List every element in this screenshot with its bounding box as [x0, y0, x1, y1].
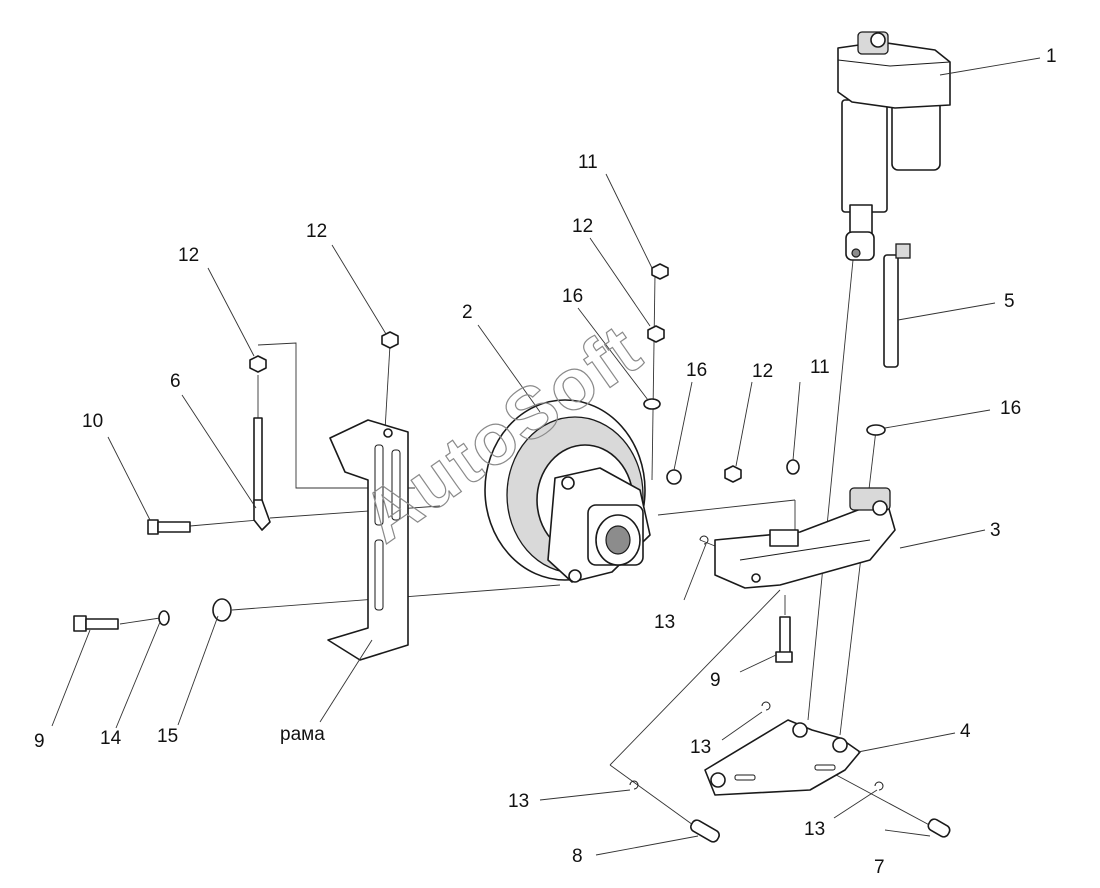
callout-12-left: 12 [178, 245, 199, 266]
callout-16-center: 16 [562, 286, 583, 307]
callout-frame: рама [280, 724, 325, 745]
actuator [837, 31, 951, 261]
bell-crank [704, 719, 861, 796]
lever [714, 487, 896, 589]
callout-14: 14 [100, 728, 122, 749]
callout-13-crank: 13 [690, 737, 711, 758]
callout-9-left: 9 [34, 731, 45, 752]
hook-bolt [253, 417, 271, 531]
callout-13-lever: 13 [654, 612, 675, 633]
long-stud [883, 243, 911, 368]
nuts-washers-clips [249, 263, 886, 791]
callout-11-right: 11 [810, 357, 830, 378]
callout-1: 1 [1046, 46, 1057, 67]
callout-4: 4 [960, 721, 971, 742]
callout-16-mid: 16 [686, 360, 707, 381]
callout-9-right: 9 [710, 670, 721, 691]
callout-16-right: 16 [1000, 398, 1021, 419]
callout-12-frame: 12 [306, 221, 327, 242]
callout-11-top: 11 [578, 152, 598, 173]
fasteners [73, 519, 951, 843]
callout-labels: 1 2 3 4 5 6 7 8 9 9 10 11 11 12 12 12 12… [34, 46, 1057, 878]
callout-10: 10 [82, 411, 103, 432]
callout-13-pin7: 13 [804, 819, 825, 840]
callout-leaders [51, 57, 1041, 856]
callout-12-right: 12 [752, 361, 773, 382]
callout-15: 15 [157, 726, 178, 747]
callout-12-center: 12 [572, 216, 593, 237]
callout-5: 5 [1004, 291, 1015, 312]
frame-bracket [327, 419, 409, 661]
callout-8: 8 [572, 846, 583, 867]
callout-13-pin8: 13 [508, 791, 529, 812]
callout-3: 3 [990, 520, 1001, 541]
motor-pulley [484, 399, 651, 583]
callout-6: 6 [170, 371, 181, 392]
callout-7: 7 [874, 857, 885, 878]
callout-2: 2 [462, 302, 473, 323]
